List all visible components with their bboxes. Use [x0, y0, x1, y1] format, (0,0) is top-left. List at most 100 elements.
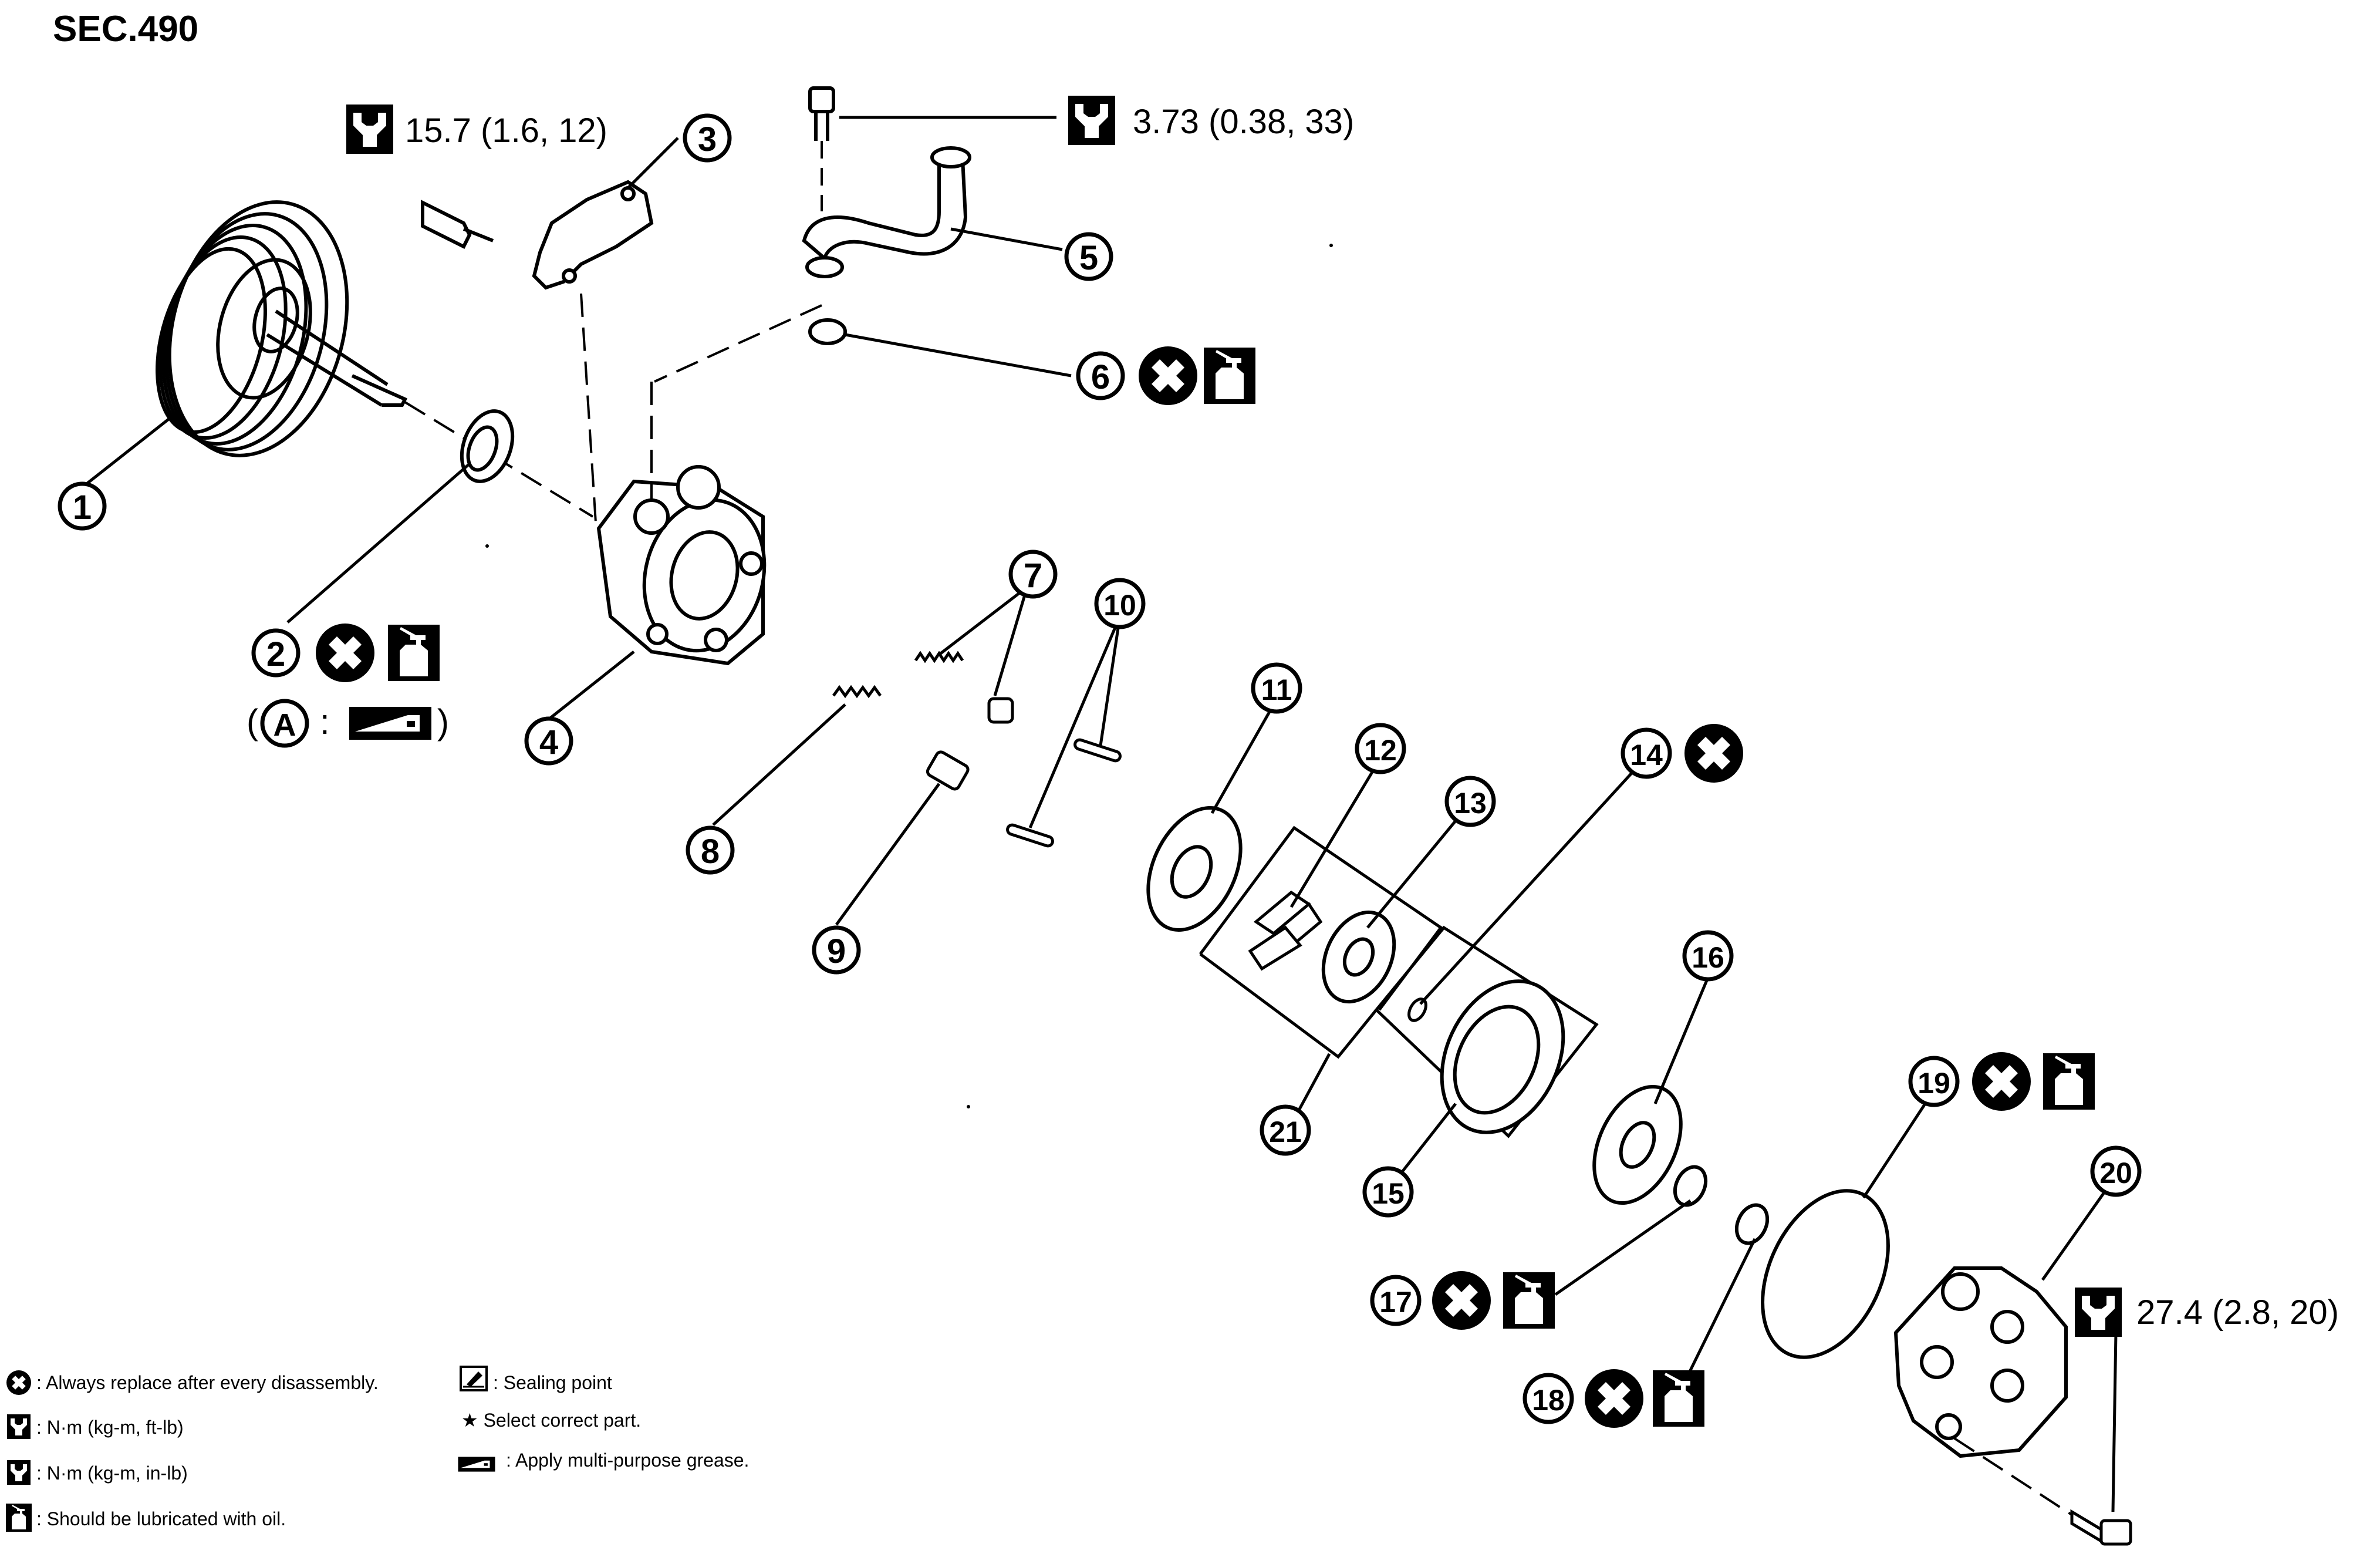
speck	[967, 1105, 970, 1108]
pulley-part-1	[156, 200, 408, 457]
svg-text:A: A	[274, 707, 296, 743]
callout-4: 4	[524, 716, 573, 766]
torque-note-5: 3.73 (0.38, 33)	[1068, 96, 1354, 145]
callout-16: 16	[1682, 930, 1734, 982]
svg-text:18: 18	[1532, 1384, 1565, 1417]
pump-body-part-4	[596, 465, 767, 666]
svg-text:: N·m (kg-m, ft-lb): : N·m (kg-m, ft-lb)	[36, 1417, 184, 1438]
callout-2: 2	[251, 628, 301, 678]
housing-bolt	[2070, 1509, 2132, 1546]
svg-text:16: 16	[1692, 941, 1724, 974]
oil-can-icon	[388, 625, 440, 681]
o-ring-part-18	[1734, 1203, 1770, 1245]
oil-can-icon	[2043, 1053, 2095, 1110]
callout-20: 20	[2090, 1145, 2142, 1197]
torque-note-3: 15.7 (1.6, 12)	[346, 105, 607, 154]
torque-value-20: 27.4 (2.8, 20)	[2136, 1293, 2339, 1332]
svg-text:: Sealing point: : Sealing point	[493, 1372, 612, 1393]
svg-text:2: 2	[266, 635, 285, 673]
legend-replace: : Always replace after every disassembly…	[6, 1370, 379, 1395]
replace-icon	[1585, 1369, 1643, 1428]
svg-text:6: 6	[1091, 358, 1110, 396]
sealing-point-icon	[460, 1366, 488, 1391]
grease-tube-icon	[349, 707, 431, 740]
legend-grease: : Apply multi-purpose grease.	[458, 1450, 749, 1472]
legend-oil: : Should be lubricated with oil.	[6, 1504, 286, 1532]
callout-8: 8	[686, 825, 735, 875]
o-ring-part-17	[1673, 1165, 1708, 1207]
callout-9: 9	[812, 925, 861, 975]
replace-icon	[1432, 1271, 1491, 1330]
svg-text:15: 15	[1372, 1177, 1405, 1210]
spring-part-8	[832, 685, 882, 699]
svg-text:: N·m (kg-m, in-lb): : N·m (kg-m, in-lb)	[36, 1462, 188, 1484]
grease-note-2: ( A : )	[247, 699, 449, 748]
torque-value-5: 3.73 (0.38, 33)	[1133, 103, 1354, 141]
svg-text:★ Select correct part.: ★ Select correct part.	[461, 1410, 641, 1431]
pin-part-14	[1407, 997, 1427, 1022]
svg-text:): )	[437, 702, 449, 742]
svg-text:11: 11	[1261, 673, 1292, 706]
svg-text:5: 5	[1079, 239, 1098, 277]
callout-3: 3	[683, 113, 732, 163]
svg-text:21: 21	[1269, 1115, 1302, 1148]
svg-text:4: 4	[539, 723, 558, 761]
callout-10: 10	[1094, 578, 1146, 629]
svg-text:: Always replace after every d: : Always replace after every disassembly…	[36, 1372, 379, 1393]
callout-17: 17	[1370, 1275, 1422, 1326]
callout-19: 19	[1908, 1056, 1960, 1107]
torque-value-3: 15.7 (1.6, 12)	[405, 112, 607, 150]
replace-icon	[1972, 1052, 2031, 1111]
torque-inlb-icon	[1068, 96, 1115, 145]
replace-icon	[1684, 724, 1743, 783]
svg-text:19: 19	[1917, 1067, 1950, 1100]
callout-6: 6	[1076, 351, 1125, 400]
svg-text:9: 9	[827, 932, 846, 970]
replace-icon	[316, 624, 374, 682]
callout-13: 13	[1444, 776, 1496, 827]
svg-text:1: 1	[73, 488, 92, 527]
svg-text:13: 13	[1454, 787, 1487, 820]
speck	[485, 544, 489, 548]
plug-part-9	[926, 750, 970, 791]
legend: : Always replace after every disassembly…	[6, 1366, 749, 1532]
oil-can-icon	[1653, 1370, 1704, 1427]
callout-12: 12	[1355, 723, 1406, 774]
callout-14: 14	[1621, 727, 1672, 779]
bracket-part-3	[421, 180, 654, 290]
pressure-plate-part-16	[1592, 1084, 1683, 1205]
svg-text:12: 12	[1364, 734, 1397, 767]
leader-lines	[81, 116, 2118, 1512]
callout-11: 11	[1251, 662, 1302, 714]
svg-text::: :	[320, 702, 330, 742]
rear-housing-part-20	[1893, 1266, 2068, 1458]
cam-ring-part-15	[1440, 979, 1565, 1134]
svg-text:8: 8	[701, 833, 720, 871]
torque-note-20: 27.4 (2.8, 20)	[2075, 1288, 2339, 1337]
callout-15: 15	[1362, 1166, 1414, 1218]
callout-21: 21	[1260, 1104, 1311, 1156]
svg-text:7: 7	[1024, 557, 1042, 595]
svg-text:10: 10	[1103, 589, 1136, 622]
pins-part-10	[1006, 738, 1122, 848]
svg-text:: Apply multi-purpose grease.: : Apply multi-purpose grease.	[506, 1450, 749, 1471]
oil-seal-part-2	[460, 409, 515, 483]
o-ring-part-19	[1761, 1189, 1890, 1359]
section-title: SEC.490	[53, 9, 198, 49]
vanes-part-12	[1248, 890, 1323, 971]
callout-18: 18	[1522, 1373, 1574, 1424]
callout-1: 1	[58, 481, 107, 531]
side-plate-part-11	[1146, 806, 1243, 932]
legend-torque-ftlb: : N·m (kg-m, ft-lb)	[7, 1414, 184, 1439]
legend-sealing: : Sealing point	[460, 1366, 612, 1393]
legend-torque-inlb: : N·m (kg-m, in-lb)	[7, 1460, 188, 1485]
legend-select: ★ Select correct part.	[461, 1410, 641, 1431]
svg-text:3: 3	[698, 120, 717, 159]
suction-pipe-part-5	[802, 86, 971, 278]
oil-can-icon	[1204, 348, 1255, 404]
svg-text:14: 14	[1630, 739, 1663, 771]
replace-icon	[1139, 346, 1197, 405]
o-ring-part-6	[808, 318, 847, 345]
rotor-part-13	[1321, 910, 1396, 1004]
